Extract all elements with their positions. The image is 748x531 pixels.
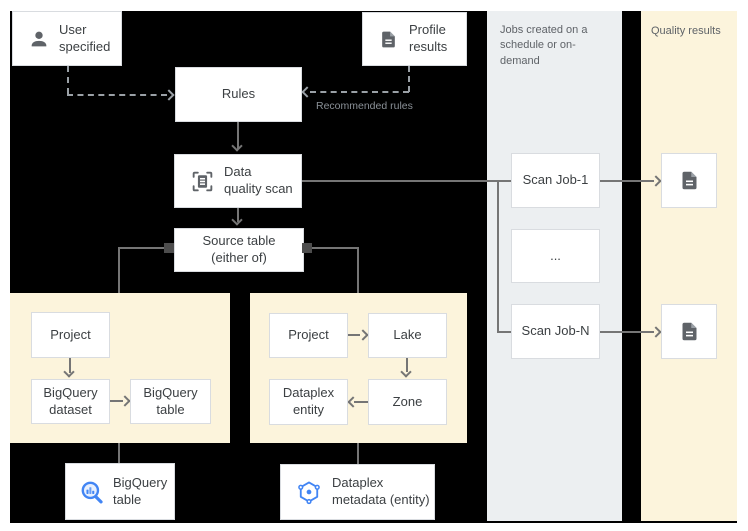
edge-scan-to-jobn-line (497, 331, 511, 333)
node-dp-lake-label: Lake (393, 327, 422, 343)
node-rules-label: Rules (221, 86, 256, 102)
edge-rules-to-scan-arrowhead (231, 140, 243, 152)
edge-project-to-dataset-line (69, 358, 71, 373)
edge-source-to-bq-h (119, 247, 166, 249)
dataplex-icon (296, 479, 322, 505)
node-scan-job-1-label: Scan Job-1 (522, 172, 589, 188)
quality-results-caption: Quality results (651, 25, 721, 37)
node-user-specified-label: User specified (59, 21, 111, 54)
edge-profile-to-rules-h (310, 91, 409, 93)
edge-rules-to-scan-line (237, 122, 239, 149)
node-scan-job-n: Scan Job-N (511, 304, 600, 359)
edge-user-to-rules-arrowhead (163, 89, 175, 101)
node-rules: Rules (175, 67, 302, 122)
node-dp-entity: Dataplex entity (269, 379, 348, 425)
edge-scan-to-source-line (237, 208, 239, 222)
bigquery-icon (79, 479, 105, 505)
document-icon (679, 321, 700, 342)
node-scan-job-n-label: Scan Job-N (521, 323, 590, 339)
edge-scan-jobs-branch-v (497, 180, 499, 333)
node-dataplex-metadata-label: Dataplex metadata (entity) (332, 475, 430, 507)
node-scan-job-more-label: ... (550, 247, 561, 263)
quality-results-panel: Quality results (641, 11, 737, 521)
document-icon (379, 30, 398, 49)
edge-job1-to-result-line (600, 180, 654, 182)
edge-project-to-lake-line (348, 334, 360, 336)
node-profile-results: Profile results (362, 12, 467, 66)
document-icon (679, 170, 700, 191)
edge-source-to-dataplex-h (310, 247, 359, 249)
node-bq-table-label: BigQuery table (143, 384, 198, 417)
node-dp-project-label: Project (288, 327, 329, 343)
node-bq-dataset-label: BigQuery dataset (43, 384, 98, 417)
node-quality-result-1 (661, 153, 717, 208)
edge-user-to-rules-v (67, 66, 69, 94)
edge-zone-to-entity-line (354, 401, 368, 403)
node-scan-job-1: Scan Job-1 (511, 153, 600, 208)
node-quality-result-2 (661, 304, 717, 359)
source-table-right-port (302, 243, 312, 253)
scan-frame-icon (190, 169, 215, 194)
recommended-rules-label: Recommended rules (316, 100, 413, 112)
node-profile-results-label: Profile results (409, 22, 448, 54)
node-dataplex-metadata: Dataplex metadata (entity) (280, 464, 435, 520)
node-bq-project: Project (31, 312, 110, 358)
edge-profile-to-rules-arrowhead (301, 86, 313, 98)
node-source-table-label: Source table (either of) (202, 233, 276, 265)
edge-dataset-to-table-line (110, 400, 123, 402)
node-bigquery-table-source: BigQuery table (65, 463, 175, 520)
edge-jobn-to-result-line (600, 331, 654, 333)
node-dp-zone: Zone (368, 379, 447, 425)
node-bq-dataset: BigQuery dataset (31, 379, 110, 424)
node-dp-lake: Lake (368, 313, 447, 358)
node-dp-zone-label: Zone (392, 393, 423, 409)
jobs-panel-caption: Jobs created on a schedule or on-demand (500, 24, 588, 67)
edge-lake-to-zone-line (406, 358, 408, 372)
diagram-canvas: Jobs created on a schedule or on-demand … (10, 11, 737, 523)
node-dp-project: Project (269, 313, 348, 358)
node-bq-table: BigQuery table (130, 379, 211, 424)
edge-profile-to-rules-v (408, 66, 410, 92)
node-dp-entity-label: Dataplex entity (282, 385, 335, 417)
node-scan-job-more: ... (511, 229, 600, 283)
node-data-quality-scan: Data quality scan (174, 154, 302, 208)
node-user-specified: User specified (12, 11, 122, 66)
node-source-table: Source table (either of) (174, 228, 304, 272)
edge-scan-to-job1-line (302, 180, 511, 182)
node-bigquery-table-source-label: BigQuery table (113, 474, 168, 507)
edge-scan-to-source-arrowhead (231, 214, 243, 226)
person-icon (28, 28, 50, 50)
node-bq-project-label: Project (50, 326, 91, 342)
node-data-quality-scan-label: Data quality scan (224, 164, 293, 196)
edge-user-to-rules-h (67, 94, 167, 96)
source-table-left-port (164, 243, 174, 253)
